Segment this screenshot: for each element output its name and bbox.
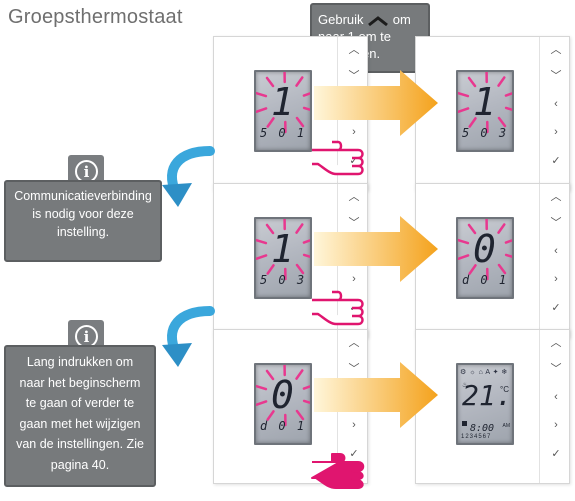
weekday-indicator: 1234567: [461, 434, 492, 440]
confirm-button[interactable]: ✓: [551, 155, 561, 167]
confirm-button[interactable]: ✓: [551, 302, 561, 314]
callout-text-before: Gebruik: [318, 12, 364, 27]
setting-value: 1: [271, 227, 295, 271]
blink-rays-icon: [458, 219, 512, 281]
page-title: Groepsthermostaat: [8, 6, 183, 28]
lcd-screen: 0 d 0 1: [254, 363, 312, 445]
down-button[interactable]: ﹀: [348, 70, 360, 82]
info-line: pagina 40.: [50, 457, 110, 472]
right-button[interactable]: ›: [554, 273, 558, 285]
up-button[interactable]: ︿: [348, 191, 360, 203]
setting-value: 1: [473, 80, 497, 124]
info-line: van de instellingen. Zie: [16, 437, 144, 451]
right-button[interactable]: ›: [554, 419, 558, 431]
confirm-button[interactable]: ✓: [551, 448, 561, 460]
setting-value: 0: [473, 227, 497, 271]
blink-rays-icon: [256, 219, 310, 281]
temperature-reading: 21.0: [462, 379, 513, 412]
up-arrow-icon: [368, 15, 389, 26]
next-step-arrow: [314, 216, 438, 282]
lcd-screen: ⚙ ☼ ⌂ A ✦ ❄ ♨21.0°C 8:00 AM 1234567: [456, 363, 514, 445]
indicator-square: [462, 421, 467, 426]
setting-value: 0: [271, 373, 295, 417]
curved-arrow-icon: [162, 306, 215, 367]
status-icons-row: ⚙ ☼ ⌂ A ✦ ❄: [460, 369, 508, 376]
temperature-unit: °C: [500, 385, 509, 394]
blink-rays-icon: [256, 365, 310, 427]
up-button[interactable]: ︿: [550, 337, 562, 349]
lcd-screen: 1 5 0 3: [254, 217, 312, 299]
thermostat-device: 15 0 3︿﹀‹›✓: [213, 183, 368, 338]
thermostat-device: 1 5 0 3 ︿ ﹀ ‹ › ✓: [415, 36, 570, 191]
setting-code: 5 0 3: [461, 126, 509, 140]
button-column: ︿ ﹀ ‹ › ✓: [539, 330, 569, 483]
up-button[interactable]: ︿: [550, 191, 562, 203]
info-line: Communicatieverbinding: [14, 189, 152, 203]
confirm-button[interactable]: ✓: [349, 448, 359, 460]
info-line: te gaan of verder te: [25, 396, 135, 410]
callout-text-after: om: [392, 12, 411, 27]
pointing-hand-icon: [312, 290, 364, 326]
button-column: ︿ ﹀ ‹ › ✓: [539, 184, 569, 337]
left-button[interactable]: ‹: [554, 245, 558, 257]
up-button[interactable]: ︿: [550, 44, 562, 56]
blink-rays-icon: [256, 72, 310, 134]
down-button[interactable]: ﹀: [550, 217, 562, 229]
right-button[interactable]: ›: [352, 126, 356, 138]
next-step-arrow: [314, 70, 438, 136]
thermostat-device: 15 0 1︿﹀‹›✓: [213, 36, 368, 191]
thermostat-device: 0 d 0 1 ︿ ﹀ ‹ › ✓: [415, 183, 570, 338]
clock-time: 8:00: [470, 423, 495, 434]
lcd-screen: 0 d 0 1: [456, 217, 514, 299]
info-line: naar het beginscherm: [19, 375, 141, 390]
info-line: instelling.: [56, 225, 110, 239]
setting-code: d 0 1: [461, 273, 509, 287]
down-button[interactable]: ﹀: [550, 70, 562, 82]
clock-ampm: AM: [502, 423, 511, 429]
info-line: is nodig voor deze: [32, 207, 134, 221]
setting-code: 5 0 3: [259, 273, 307, 287]
curved-arrow-icon: [162, 146, 215, 207]
down-button[interactable]: ﹀: [550, 363, 562, 375]
button-column: ︿ ﹀ ‹ › ✓: [539, 37, 569, 190]
flame-icon: ♨: [462, 382, 469, 389]
info-line: gaan met het wijzigen: [19, 416, 141, 431]
next-step-arrow: [314, 362, 438, 428]
setting-code: d 0 1: [259, 419, 307, 433]
left-button[interactable]: ‹: [554, 391, 558, 403]
info-line: Lang indrukken om: [26, 355, 134, 369]
confirm-button[interactable]: ✓: [349, 155, 359, 167]
up-button[interactable]: ︿: [348, 44, 360, 56]
info-callout-connection: Communicatieverbinding is nodig voor dez…: [4, 180, 162, 262]
up-button[interactable]: ︿: [348, 337, 360, 349]
setting-code: 5 0 1: [259, 126, 307, 140]
setting-value: 1: [271, 80, 295, 124]
info-callout-longpress: Lang indrukken om naar het beginscherm t…: [4, 345, 156, 487]
lcd-screen: 1 5 0 1: [254, 70, 312, 152]
lcd-screen: 1 5 0 3: [456, 70, 514, 152]
right-button[interactable]: ›: [352, 419, 356, 431]
right-button[interactable]: ›: [352, 273, 356, 285]
right-button[interactable]: ›: [554, 126, 558, 138]
down-button[interactable]: ﹀: [348, 217, 360, 229]
blink-rays-icon: [458, 72, 512, 134]
pointing-hand-icon: [312, 140, 364, 176]
pointing-hand-filled-icon: [311, 453, 365, 489]
left-button[interactable]: ‹: [554, 98, 558, 110]
down-button[interactable]: ﹀: [348, 363, 360, 375]
